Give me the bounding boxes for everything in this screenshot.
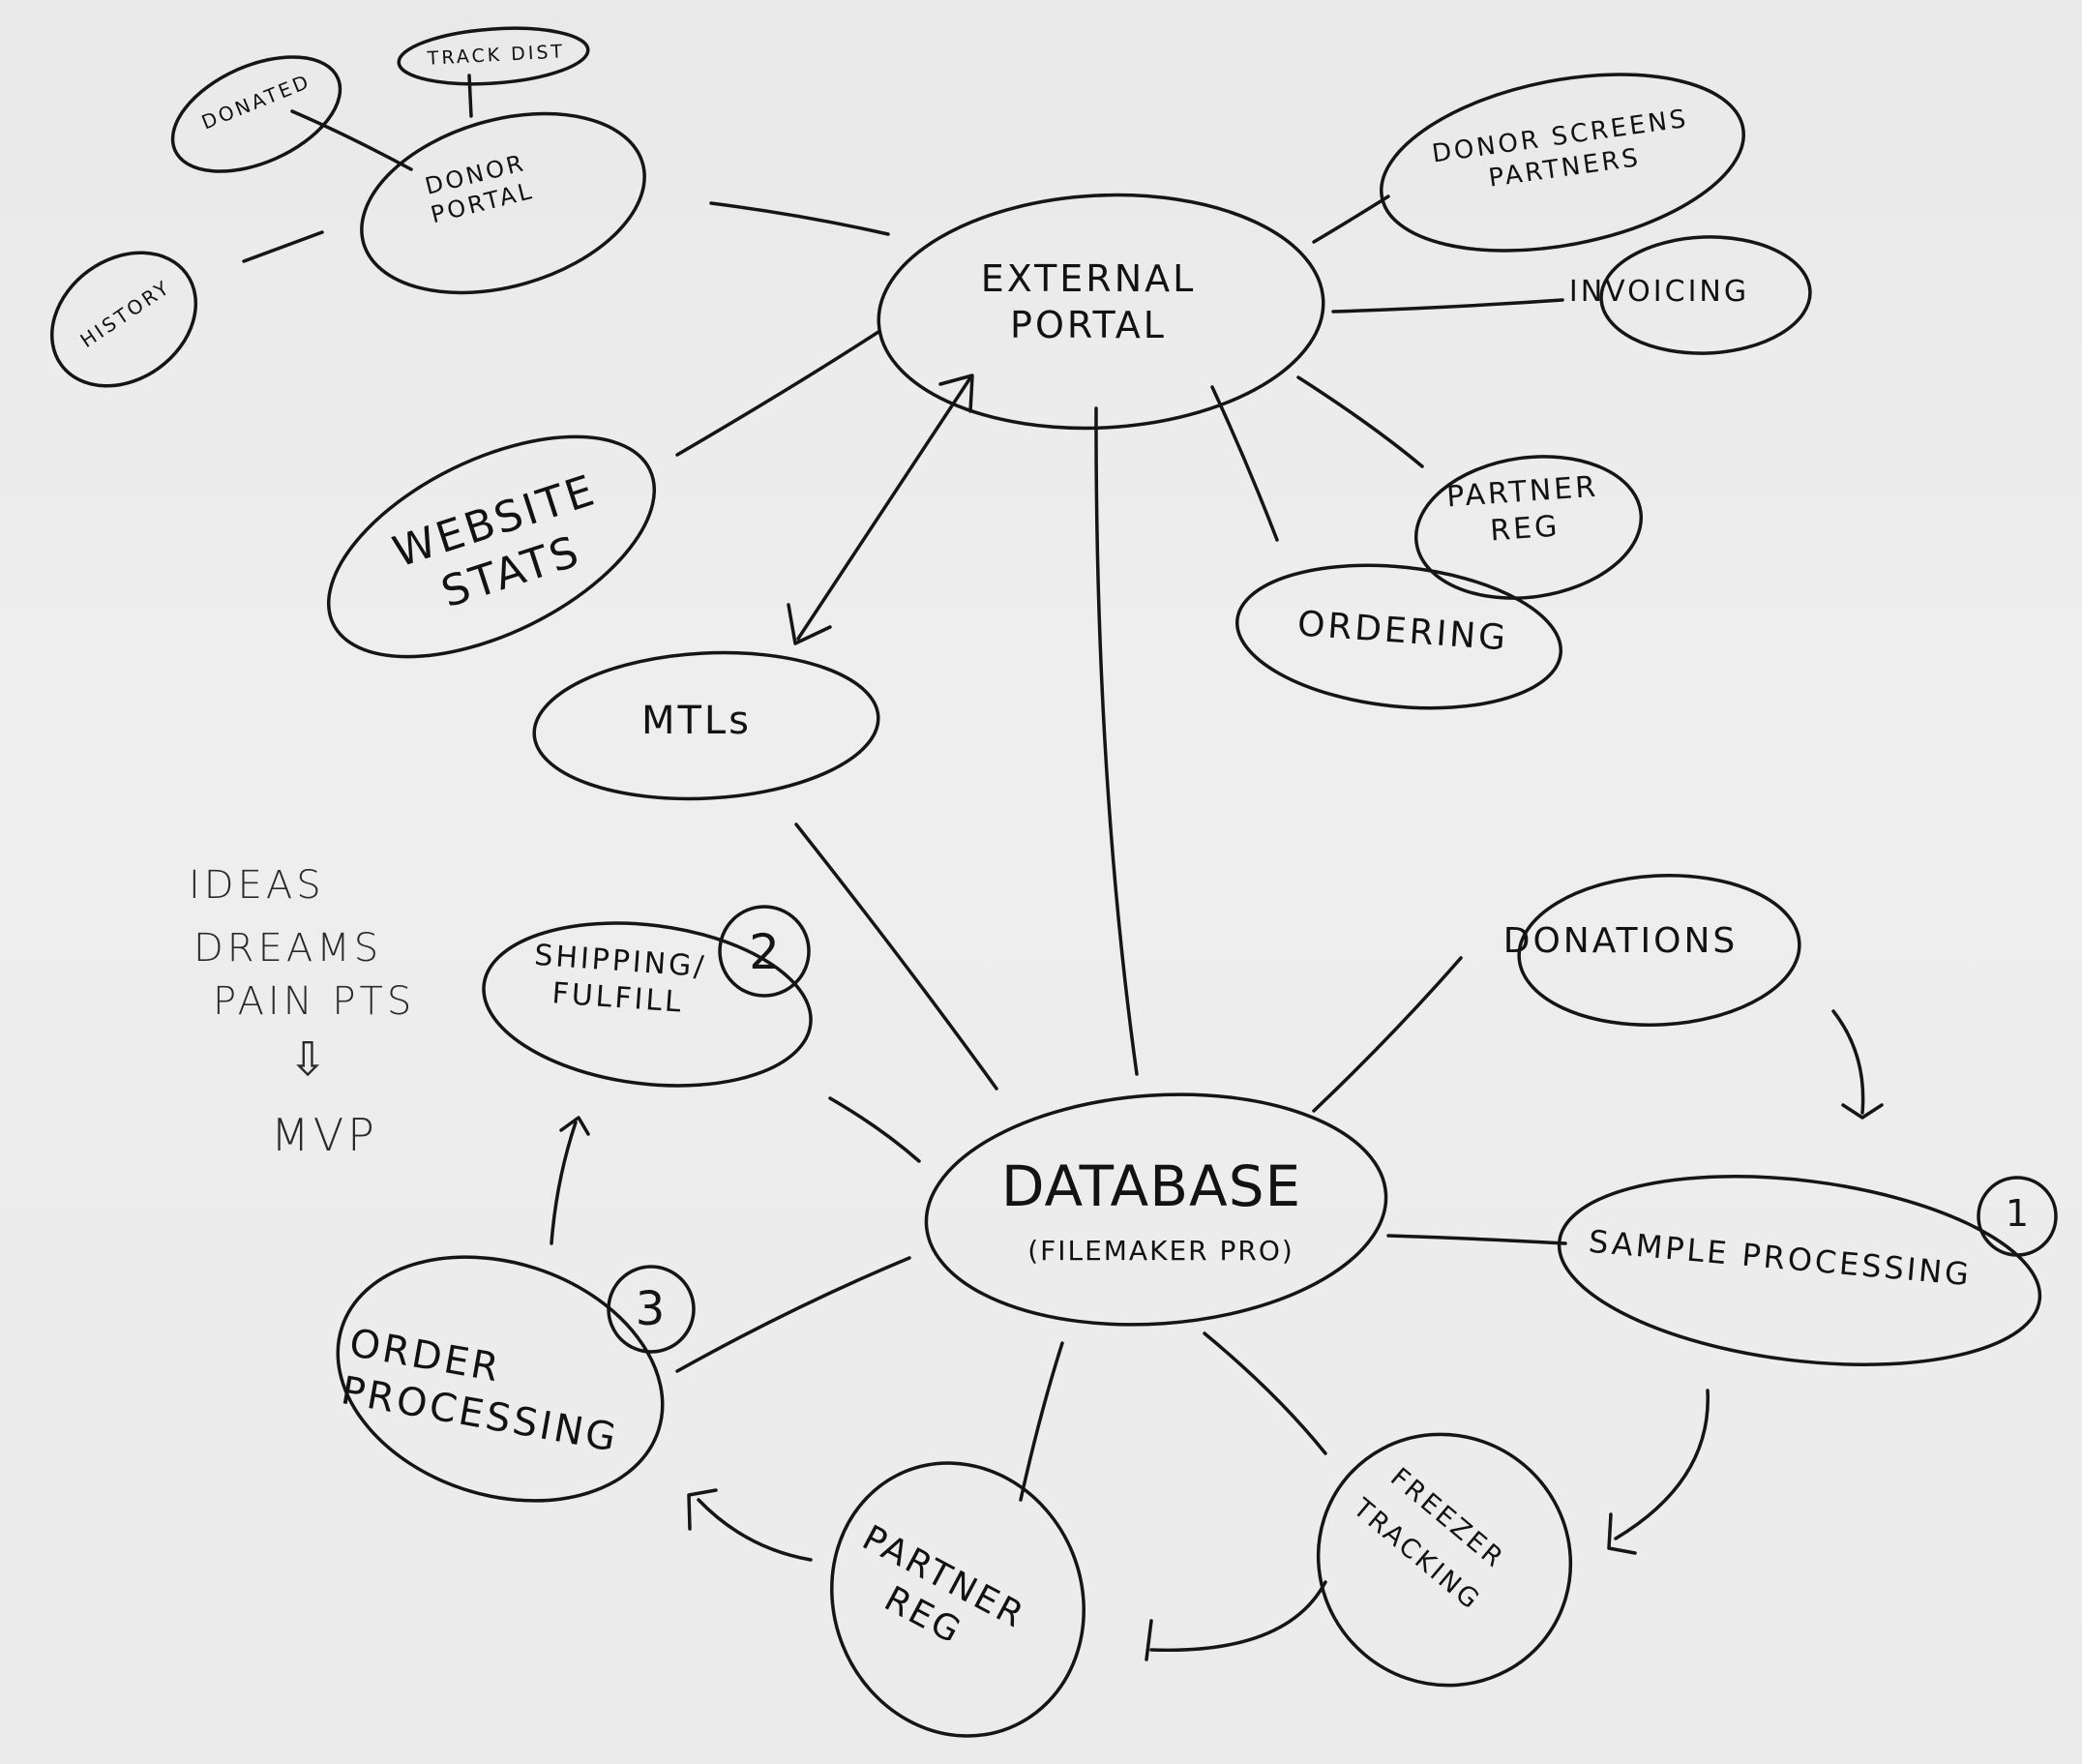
shipping-bubble bbox=[482, 921, 813, 1088]
node-donations: DONATIONS bbox=[1502, 921, 1739, 961]
line-mtls-database bbox=[794, 822, 998, 1091]
node-database: DATABASE bbox=[1000, 1153, 1302, 1219]
line-external-partnerreg bbox=[1296, 375, 1424, 468]
line-external-website bbox=[675, 330, 880, 457]
line-donations-database bbox=[1312, 956, 1463, 1113]
side-note-mvp: MVP bbox=[271, 1109, 378, 1161]
arrow-head-bottom bbox=[787, 603, 832, 645]
database-bubble bbox=[924, 1092, 1388, 1327]
arrow-orderproc-shipping-head bbox=[559, 1116, 590, 1136]
external-portal-bubble bbox=[877, 193, 1325, 431]
website-stats-bubble bbox=[326, 434, 657, 659]
priority-1: 1 bbox=[2005, 1192, 2030, 1235]
mtls-bubble bbox=[532, 650, 880, 801]
priority-3-circle bbox=[607, 1265, 696, 1354]
priority-3: 3 bbox=[635, 1282, 666, 1336]
node-external-portal: EXTERNAL PORTAL bbox=[980, 257, 1197, 346]
arrow-freezer-partnerreg bbox=[1149, 1580, 1327, 1653]
priority-2-circle bbox=[718, 905, 811, 998]
donor-portal-bubble bbox=[360, 111, 646, 295]
order-processing-bubble bbox=[336, 1255, 665, 1503]
arrow-orderproc-shipping bbox=[550, 1121, 578, 1245]
connectors bbox=[242, 74, 1884, 1661]
arrow-sample-freezer bbox=[1614, 1389, 1710, 1540]
side-note-ideas: IDEAS bbox=[189, 863, 325, 908]
node-mtls: MTLs bbox=[640, 699, 753, 743]
line-database-orderproc bbox=[675, 1256, 911, 1373]
arrow-partnerreg-orderproc-head bbox=[687, 1488, 718, 1531]
line-external-donorscreens bbox=[1312, 194, 1390, 244]
line-donorportal-external bbox=[709, 201, 890, 236]
arrow-external-mtls bbox=[796, 377, 971, 641]
line-database-sample bbox=[1386, 1234, 1567, 1245]
history-bubble bbox=[49, 251, 198, 388]
arrow-partnerreg-orderproc bbox=[697, 1498, 813, 1562]
priority-2: 2 bbox=[749, 924, 780, 980]
line-database-partnerreg bbox=[1019, 1341, 1064, 1502]
track-dist-bubble bbox=[397, 26, 590, 86]
node-database-subtitle: (FILEMAKER PRO) bbox=[1027, 1235, 1294, 1267]
line-history-donorportal bbox=[242, 230, 324, 263]
line-trackdist-donorportal bbox=[467, 74, 473, 118]
node-partner-reg-top: PARTNER REG bbox=[1445, 469, 1600, 548]
side-note-arrow: ⇩ bbox=[288, 1032, 332, 1087]
arrow-freezer-partnerreg-head bbox=[1145, 1619, 1153, 1661]
side-note-dreams: DREAMS bbox=[193, 926, 383, 971]
line-external-database bbox=[1094, 406, 1139, 1076]
arrow-sample-freezer-head bbox=[1607, 1512, 1637, 1555]
invoicing-bubble bbox=[1599, 235, 1812, 355]
line-donated-donorportal bbox=[290, 109, 413, 171]
arrow-head-top bbox=[938, 374, 974, 413]
priority-1-circle bbox=[1977, 1176, 2058, 1257]
partner-reg-top-bubble bbox=[1413, 455, 1644, 600]
ordering-bubble bbox=[1235, 563, 1562, 710]
line-shipping-database bbox=[828, 1096, 921, 1163]
donations-bubble bbox=[1517, 873, 1801, 1028]
freezer-bubble bbox=[1316, 1432, 1573, 1688]
donated-bubble bbox=[170, 55, 342, 173]
line-external-invoicing bbox=[1331, 298, 1564, 314]
node-invoicing: INVOICING bbox=[1568, 275, 1750, 309]
side-note-pain-pts: PAIN PTS bbox=[213, 979, 416, 1024]
arrow-donations-sample bbox=[1831, 1009, 1865, 1115]
partner-reg-bottom-bubble bbox=[830, 1461, 1086, 1738]
line-external-ordering bbox=[1210, 385, 1279, 542]
line-database-freezer bbox=[1203, 1331, 1327, 1455]
sample-processing-bubble bbox=[1557, 1175, 2042, 1366]
donor-screens-bubble bbox=[1380, 73, 1745, 253]
arrow-donations-sample-head bbox=[1841, 1103, 1884, 1120]
